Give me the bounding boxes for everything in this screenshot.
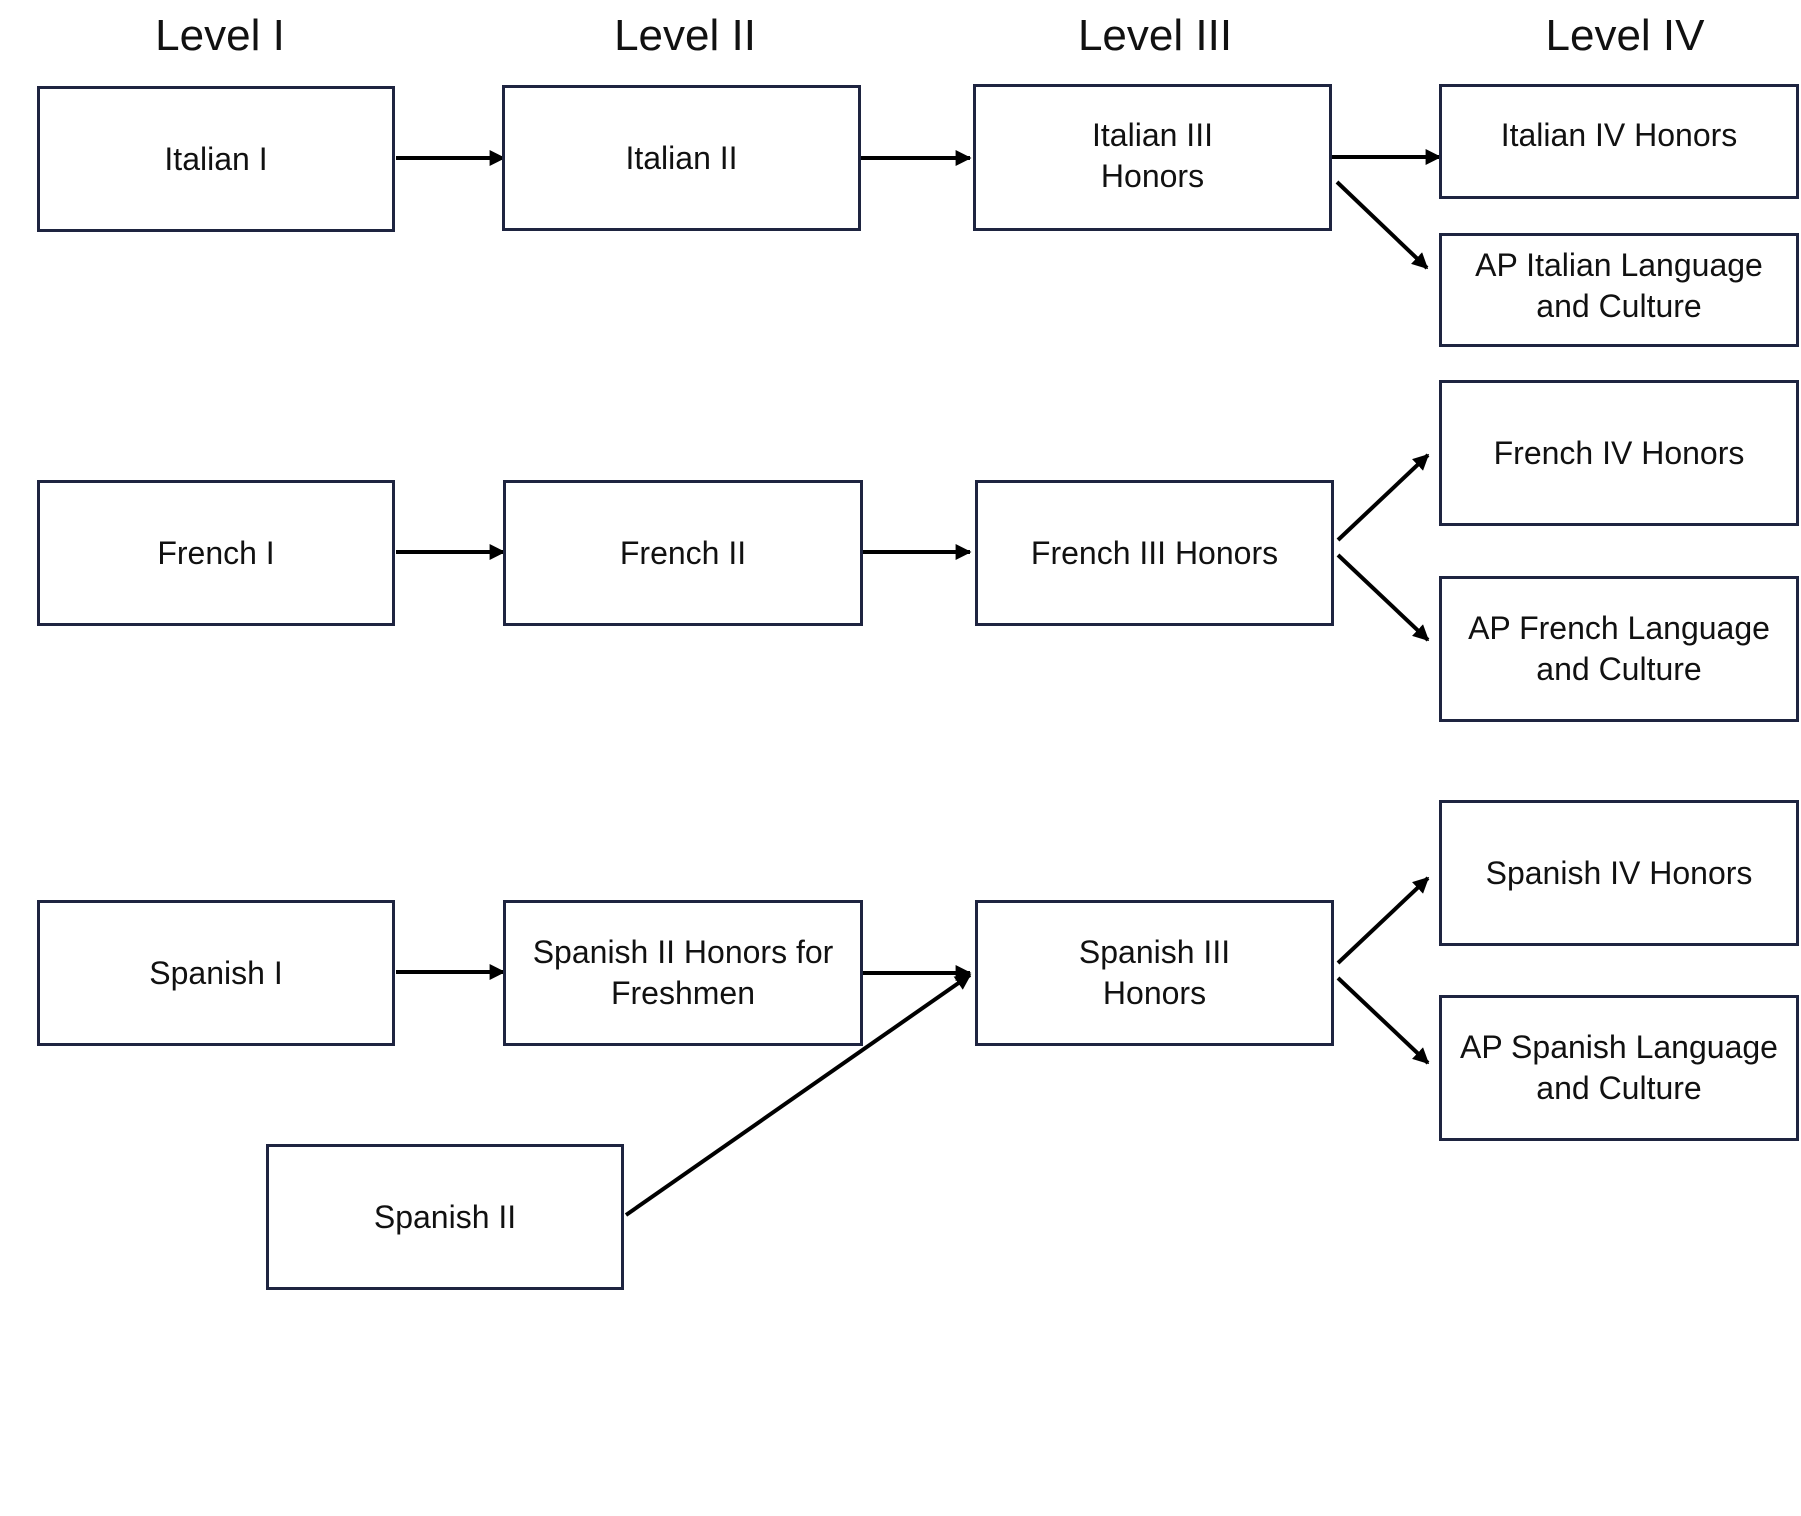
course-spanish-1: Spanish I bbox=[37, 900, 395, 1046]
course-label: Italian III Honors bbox=[1092, 117, 1213, 194]
arrow-french-3-to-4 bbox=[1336, 453, 1430, 542]
course-label: French III Honors bbox=[1030, 534, 1279, 571]
course-italian-3-honors: Italian III Honors bbox=[973, 84, 1332, 231]
course-label: Spanish IV Honors bbox=[1485, 854, 1753, 891]
course-label: Spanish III Honors bbox=[1078, 934, 1231, 1011]
arrow-spanish-3-to-4 bbox=[1336, 876, 1430, 965]
course-ap-french: AP French Language and Culture bbox=[1439, 576, 1799, 722]
course-spanish-2: Spanish II bbox=[266, 1144, 624, 1290]
course-label: French II bbox=[619, 534, 747, 571]
level-header-3: Level III bbox=[1077, 11, 1233, 60]
level-header-4: Level IV bbox=[1545, 11, 1705, 60]
course-spanish-2-honors-freshmen: Spanish II Honors for Freshmen bbox=[503, 900, 863, 1046]
course-label: AP Italian Language and Culture bbox=[1475, 247, 1763, 324]
course-french-3-honors: French III Honors bbox=[975, 480, 1334, 626]
course-italian-4-honors: Italian IV Honors bbox=[1439, 84, 1799, 199]
course-label: Spanish II bbox=[373, 1198, 517, 1235]
course-spanish-4-honors: Spanish IV Honors bbox=[1439, 800, 1799, 946]
course-spanish-3-honors: Spanish III Honors bbox=[975, 900, 1334, 1046]
arrow-spanish-3-to-ap bbox=[1336, 976, 1430, 1065]
course-italian-2: Italian II bbox=[502, 85, 861, 231]
level-header-2: Level II bbox=[614, 11, 756, 60]
arrow-italian-3-to-ap bbox=[1335, 180, 1429, 270]
course-label: French I bbox=[157, 534, 275, 571]
course-label: AP Spanish Language and Culture bbox=[1460, 1029, 1778, 1106]
course-label: Spanish II Honors for Freshmen bbox=[532, 934, 834, 1011]
course-french-4-honors: French IV Honors bbox=[1439, 380, 1799, 526]
level-header-1: Level I bbox=[155, 11, 285, 60]
course-label: AP French Language and Culture bbox=[1468, 610, 1770, 687]
course-italian-1: Italian I bbox=[37, 86, 395, 232]
course-french-1: French I bbox=[37, 480, 395, 626]
course-label: Spanish I bbox=[149, 954, 283, 991]
course-label: Italian IV Honors bbox=[1500, 117, 1738, 153]
arrow-french-3-to-ap bbox=[1336, 553, 1430, 642]
course-label: Italian I bbox=[164, 140, 268, 177]
course-ap-italian: AP Italian Language and Culture bbox=[1439, 233, 1799, 347]
course-ap-spanish: AP Spanish Language and Culture bbox=[1439, 995, 1799, 1141]
course-label: Italian II bbox=[625, 139, 738, 176]
course-label: French IV Honors bbox=[1493, 434, 1745, 471]
course-french-2: French II bbox=[503, 480, 863, 626]
arrow-spanish-2-to-3 bbox=[624, 973, 972, 1217]
